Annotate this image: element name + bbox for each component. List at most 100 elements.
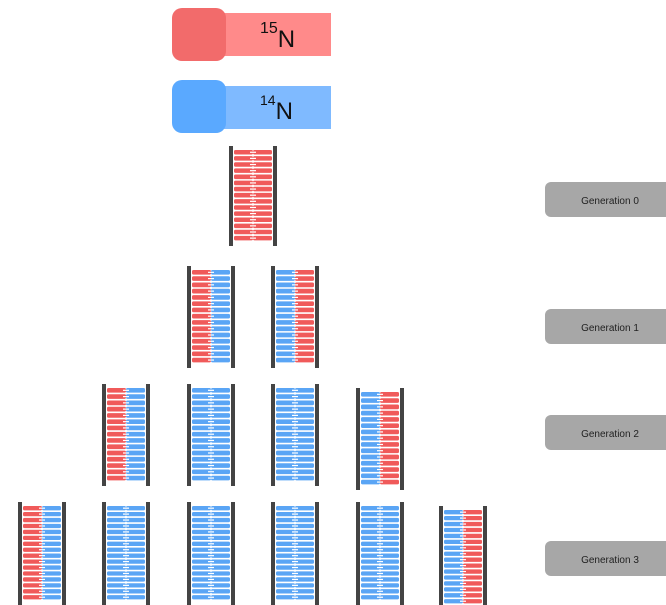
base-right bbox=[380, 565, 399, 570]
base-right bbox=[463, 527, 482, 533]
backbone-right bbox=[315, 384, 319, 486]
base-left bbox=[361, 392, 380, 397]
base-pair-bond bbox=[377, 462, 383, 464]
base-right bbox=[211, 589, 230, 594]
base-right bbox=[211, 431, 230, 437]
base-right bbox=[380, 442, 399, 447]
base-right bbox=[295, 535, 314, 541]
base-pair-bond bbox=[292, 507, 298, 509]
base-left bbox=[444, 587, 463, 592]
base-right bbox=[463, 581, 482, 586]
base-right bbox=[126, 450, 145, 456]
dna-molecule bbox=[18, 502, 66, 605]
base-right bbox=[463, 545, 482, 550]
dna-molecule bbox=[356, 502, 404, 605]
base-left bbox=[23, 529, 42, 535]
base-left bbox=[192, 326, 211, 332]
base-right bbox=[295, 438, 314, 443]
base-left bbox=[107, 506, 126, 511]
base-pair-bond bbox=[250, 213, 256, 215]
base-pair-bond bbox=[377, 513, 383, 515]
base-right bbox=[380, 467, 399, 472]
base-right bbox=[126, 511, 145, 517]
base-right bbox=[126, 506, 145, 511]
base-pair-bond bbox=[460, 541, 466, 543]
base-left bbox=[361, 559, 380, 564]
base-left bbox=[234, 217, 253, 222]
base-right bbox=[295, 589, 314, 594]
base-right bbox=[380, 541, 399, 546]
base-pair-bond bbox=[39, 543, 45, 545]
base-pair-bond bbox=[208, 271, 214, 273]
base-pair-bond bbox=[208, 458, 214, 460]
generation-label-2-text: Generation 2 bbox=[581, 429, 639, 440]
legend-item-14n: 14N bbox=[172, 80, 331, 133]
base-pair-bond bbox=[460, 565, 466, 567]
backbone-left bbox=[18, 502, 22, 605]
base-left bbox=[276, 425, 295, 431]
base-left bbox=[276, 517, 295, 523]
base-left bbox=[276, 547, 295, 552]
base-right bbox=[211, 301, 230, 306]
base-left bbox=[361, 435, 380, 441]
base-pair-bond bbox=[292, 315, 298, 317]
base-right bbox=[463, 539, 482, 545]
base-right bbox=[211, 282, 230, 288]
base-right bbox=[463, 551, 482, 556]
base-left bbox=[234, 156, 253, 161]
base-pair-bond bbox=[208, 555, 214, 557]
base-pair-bond bbox=[39, 572, 45, 575]
base-left bbox=[361, 571, 380, 576]
base-left bbox=[276, 438, 295, 443]
backbone-left bbox=[187, 502, 191, 605]
base-right bbox=[211, 313, 230, 319]
base-right bbox=[42, 535, 61, 541]
base-pair-bond bbox=[208, 433, 214, 435]
dna-molecule bbox=[271, 266, 319, 368]
base-left bbox=[107, 469, 126, 475]
base-pair-bond bbox=[377, 549, 383, 551]
base-left bbox=[276, 406, 295, 412]
base-pair-bond bbox=[377, 572, 383, 575]
base-pair-bond bbox=[377, 537, 383, 539]
base-pair-bond bbox=[250, 237, 256, 239]
base-right bbox=[295, 419, 314, 424]
base-right bbox=[126, 406, 145, 412]
base-pair-bond bbox=[460, 588, 466, 590]
backbone-right bbox=[146, 502, 150, 605]
base-pair-bond bbox=[208, 421, 214, 423]
base-right bbox=[295, 444, 314, 450]
base-right bbox=[380, 583, 399, 588]
base-pair-bond bbox=[292, 590, 298, 592]
base-pair-bond bbox=[292, 290, 298, 292]
base-right bbox=[253, 211, 272, 216]
base-left bbox=[107, 529, 126, 535]
base-right bbox=[253, 199, 272, 204]
base-right bbox=[295, 288, 314, 294]
base-pair-bond bbox=[377, 475, 383, 477]
base-pair-bond bbox=[292, 427, 298, 429]
base-pair-bond bbox=[292, 578, 298, 581]
base-pair-bond bbox=[208, 328, 214, 330]
base-pair-bond bbox=[292, 328, 298, 330]
base-pair-bond bbox=[460, 594, 466, 596]
base-right bbox=[463, 593, 482, 598]
base-right bbox=[211, 583, 230, 588]
base-left bbox=[361, 553, 380, 558]
base-left bbox=[276, 553, 295, 558]
base-right bbox=[211, 288, 230, 294]
base-pair-bond bbox=[377, 400, 383, 402]
base-pair-bond bbox=[39, 596, 45, 598]
base-pair-bond bbox=[292, 334, 298, 336]
base-left bbox=[361, 506, 380, 511]
base-left bbox=[107, 400, 126, 406]
base-left bbox=[234, 211, 253, 216]
base-right bbox=[211, 419, 230, 424]
base-pair-bond bbox=[208, 284, 214, 286]
base-pair-bond bbox=[208, 396, 214, 398]
base-pair-bond bbox=[208, 549, 214, 551]
base-left bbox=[234, 192, 253, 198]
base-right bbox=[295, 270, 314, 275]
base-right bbox=[295, 425, 314, 431]
base-left bbox=[107, 425, 126, 431]
